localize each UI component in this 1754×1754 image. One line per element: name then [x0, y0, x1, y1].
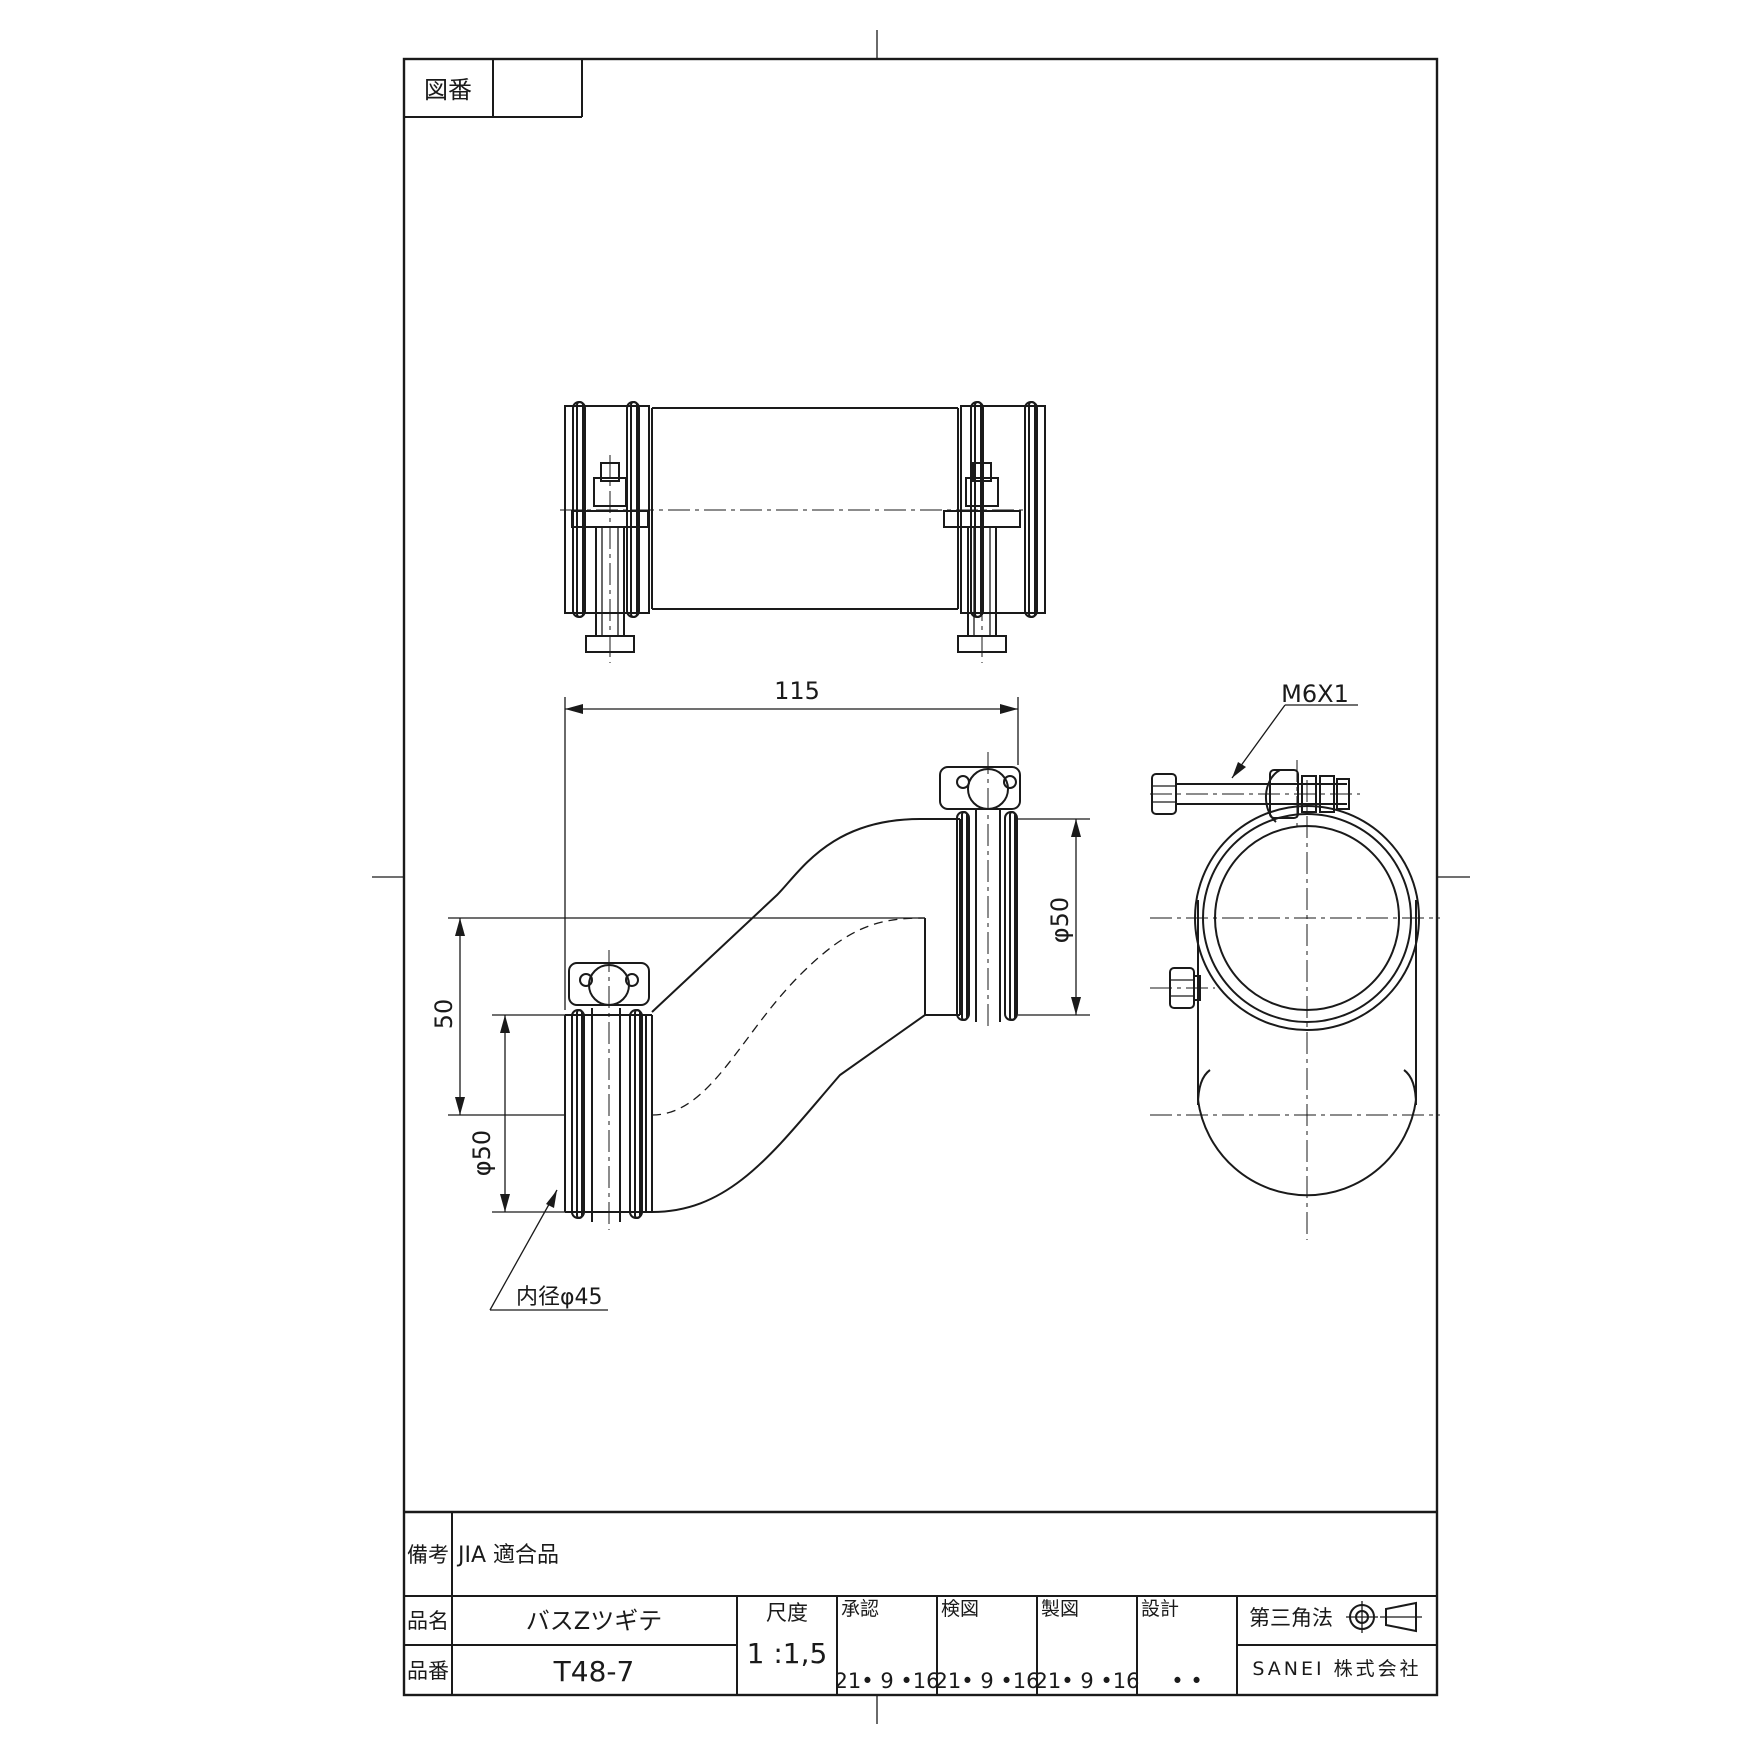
- centering-marks: [372, 30, 1470, 1724]
- dimension-115: 115: [774, 677, 820, 705]
- approved-label: 承認: [841, 1598, 879, 1620]
- product-number-value: T48-7: [553, 1655, 635, 1688]
- scale-label: 尺度: [766, 1601, 808, 1625]
- top-view: [560, 401, 1046, 663]
- approved-date: 21• 9 •16: [835, 1669, 940, 1693]
- projection-label: 第三角法: [1249, 1606, 1333, 1630]
- checked-label: 検図: [941, 1598, 979, 1620]
- remarks-label: 備考: [407, 1543, 449, 1567]
- drawing-number-label: 図番: [424, 76, 472, 104]
- front-view: [564, 752, 1021, 1230]
- checked-date: 21• 9 •16: [935, 1669, 1040, 1693]
- remarks-value: JIA 適合品: [456, 1543, 559, 1568]
- drawn-label: 製図: [1041, 1598, 1079, 1620]
- dimension-dia50-left: φ50: [468, 1130, 496, 1176]
- front-view-dimensions: 115 50 φ50 φ50 内径φ45: [430, 677, 1090, 1311]
- product-name-label: 品名: [407, 1609, 449, 1633]
- side-view: M6X1: [1150, 680, 1440, 1240]
- drawing-number-box: 図番: [404, 59, 583, 118]
- scale-value: 1 :1,5: [747, 1637, 828, 1670]
- third-angle-projection-icon: [1346, 1601, 1422, 1633]
- inner-diameter-label: 内径φ45: [516, 1285, 603, 1310]
- company-name: SANEI 株式会社: [1252, 1658, 1421, 1680]
- thread-label: M6X1: [1281, 680, 1349, 708]
- product-name-value: バスZツギテ: [526, 1607, 662, 1635]
- dimension-dia50-right: φ50: [1046, 897, 1074, 943]
- product-number-label: 品番: [407, 1659, 449, 1683]
- dimension-50-offset: 50: [430, 999, 458, 1030]
- drawing-frame: [402, 57, 1439, 1697]
- design-label: 設計: [1141, 1598, 1179, 1620]
- title-block: 備考 JIA 適合品 品名 バスZツギテ 品番 T48-7 尺度 1 :1,5 …: [404, 1510, 1437, 1695]
- design-date: • •: [1171, 1669, 1202, 1693]
- drawn-date: 21• 9 •16: [1035, 1669, 1140, 1693]
